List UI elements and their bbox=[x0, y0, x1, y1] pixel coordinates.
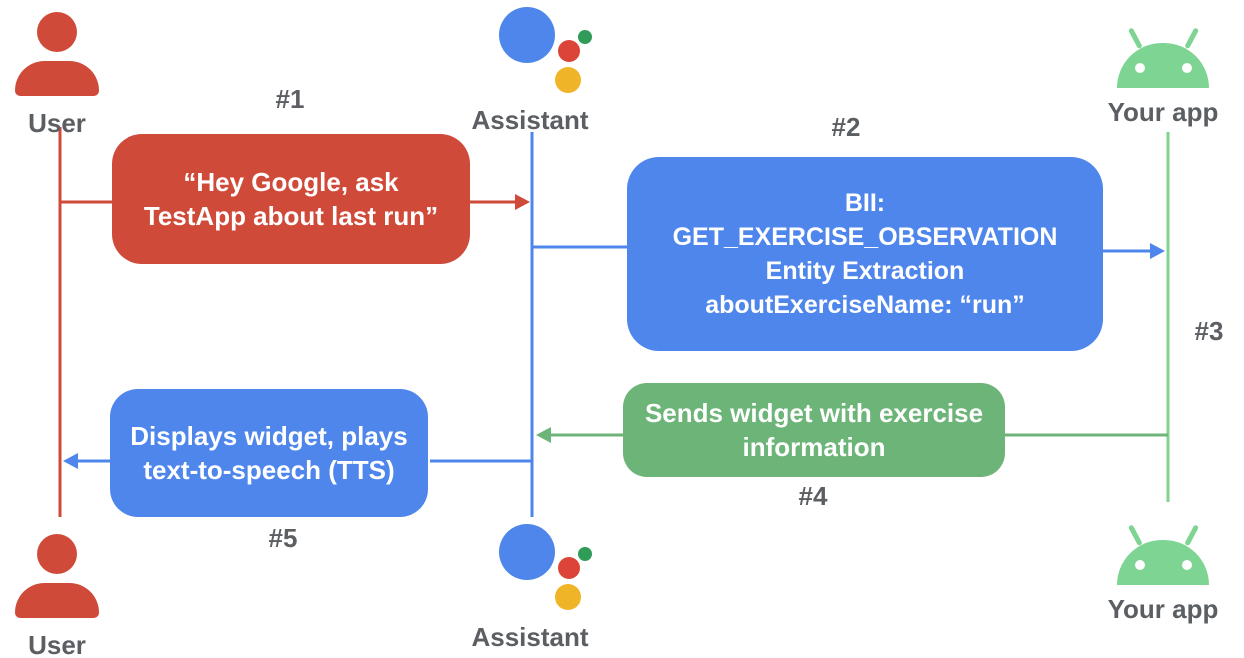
android-head bbox=[1117, 540, 1209, 585]
actor-user-bottom: User bbox=[7, 534, 107, 658]
message-line: TestApp about last run” bbox=[143, 201, 439, 231]
message-line: Entity Extraction bbox=[765, 257, 965, 285]
android-eye-left bbox=[1135, 63, 1145, 73]
assistant-logo-blue-dot bbox=[499, 524, 555, 580]
android-antenna-left bbox=[1127, 524, 1143, 547]
message-line: GET_EXERCISE_OBSERVATION bbox=[672, 223, 1058, 251]
assistant-logo-green-dot bbox=[578, 30, 592, 44]
actor-app-top: Your app bbox=[1108, 26, 1218, 128]
message-line: information bbox=[742, 432, 886, 462]
assistant-logo-icon bbox=[499, 524, 593, 611]
android-eye-left bbox=[1135, 560, 1145, 570]
message-line: Displays widget, plays bbox=[130, 421, 408, 451]
message-line: BII: bbox=[844, 189, 886, 217]
message-line: text-to-speech (TTS) bbox=[143, 455, 395, 485]
message-line: aboutExerciseName: “run” bbox=[705, 291, 1025, 319]
android-antenna-right bbox=[1184, 524, 1200, 547]
actor-assistant-bottom: Assistant bbox=[455, 524, 605, 653]
assistant-logo-yellow-dot bbox=[555, 67, 581, 93]
assistant-logo-red-dot bbox=[558, 40, 580, 62]
actor-user-top: User bbox=[7, 12, 107, 139]
assistant-logo-blue-dot bbox=[499, 7, 555, 63]
actor-label-assistant-top: Assistant bbox=[471, 105, 589, 135]
step5-arrowhead bbox=[63, 453, 78, 469]
actor-label-app-top: Your app bbox=[1107, 97, 1219, 127]
android-eye-right bbox=[1182, 560, 1192, 570]
user-icon bbox=[14, 12, 100, 98]
assistant-logo-green-dot bbox=[578, 547, 592, 561]
android-antenna-left bbox=[1127, 27, 1143, 50]
user-icon-body bbox=[15, 61, 99, 96]
user-icon-head bbox=[37, 12, 77, 52]
actor-label-user-bottom: User bbox=[28, 630, 86, 658]
actor-app-bottom: Your app bbox=[1108, 523, 1218, 625]
step-label-2: #2 bbox=[831, 112, 861, 142]
actor-assistant-top: Assistant bbox=[455, 7, 605, 136]
message-box-1-user-utterance: “Hey Google, ask TestApp about last run” bbox=[112, 134, 470, 264]
step1-arrowhead bbox=[515, 194, 530, 210]
step-label-1: #1 bbox=[275, 84, 305, 114]
assistant-logo-icon bbox=[499, 7, 593, 94]
message-line: Sends widget with exercise bbox=[644, 398, 984, 428]
message-line: “Hey Google, ask bbox=[183, 167, 399, 197]
android-head bbox=[1117, 43, 1209, 88]
step4-arrowhead bbox=[536, 427, 551, 443]
actor-label-user-top: User bbox=[28, 108, 86, 138]
assistant-logo-red-dot bbox=[558, 557, 580, 579]
android-icon bbox=[1113, 523, 1213, 585]
actor-label-assistant-bottom: Assistant bbox=[471, 622, 589, 652]
user-icon-body bbox=[15, 583, 99, 618]
step-label-3: #3 bbox=[1194, 316, 1224, 346]
user-icon-head bbox=[37, 534, 77, 574]
android-eye-right bbox=[1182, 63, 1192, 73]
message-box-2-bii: BII: GET_EXERCISE_OBSERVATION Entity Ext… bbox=[627, 157, 1103, 351]
step-label-4: #4 bbox=[798, 481, 828, 511]
android-icon bbox=[1113, 26, 1213, 88]
actor-label-app-bottom: Your app bbox=[1107, 594, 1219, 624]
message-box-4-widget: Sends widget with exercise information bbox=[623, 383, 1005, 477]
step-label-5: #5 bbox=[268, 523, 298, 553]
assistant-logo-yellow-dot bbox=[555, 584, 581, 610]
step2-arrowhead bbox=[1150, 243, 1165, 259]
message-box-5-tts: Displays widget, plays text-to-speech (T… bbox=[110, 389, 428, 517]
android-antenna-right bbox=[1184, 27, 1200, 50]
user-icon bbox=[14, 534, 100, 620]
